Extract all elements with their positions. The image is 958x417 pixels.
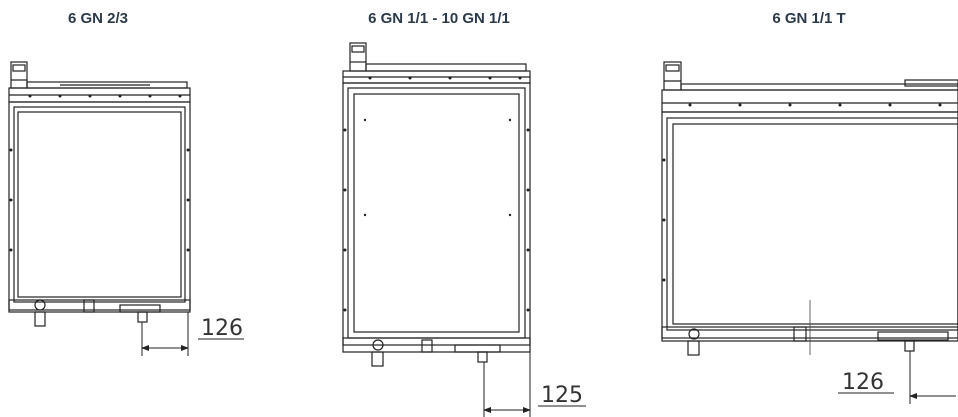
- dimension-126-right: [838, 351, 956, 404]
- oven-6gn11t-outline: [661, 61, 958, 356]
- unit-title-6gn11t: 6 GN 1/1 T: [772, 10, 846, 27]
- dimension-125-middle: [483, 352, 586, 417]
- dimension-126-left: [141, 312, 244, 356]
- oven-6gn11-bolts: [343, 76, 530, 312]
- oven-6gn11-outline: [342, 42, 531, 367]
- oven-6gn11t-bolts: [662, 103, 942, 282]
- unit-title-6gn23: 6 GN 2/3: [67, 10, 129, 27]
- oven-6gn23-bolts: [9, 94, 190, 252]
- dimension-label-3: 126: [842, 370, 884, 395]
- dimension-label-2: 125: [541, 383, 583, 408]
- oven-6gn23-outline: [8, 61, 191, 327]
- dimension-label-1: 126: [201, 316, 243, 341]
- unit-title-6gn11-10gn11: 6 GN 1/1 - 10 GN 1/1: [368, 10, 510, 27]
